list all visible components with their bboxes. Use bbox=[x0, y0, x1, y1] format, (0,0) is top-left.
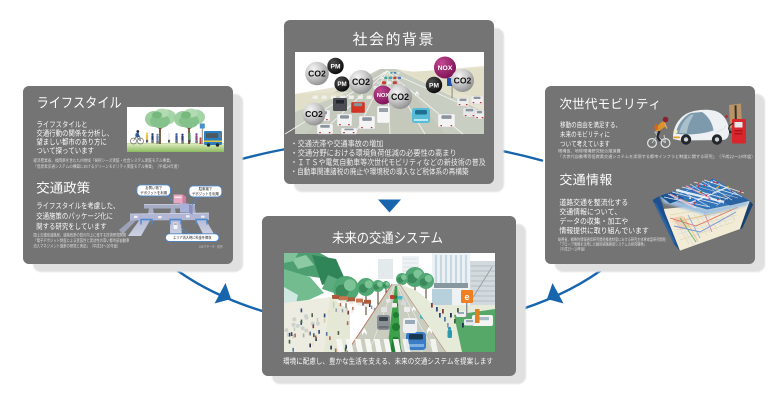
svg-text:CO2: CO2 bbox=[308, 69, 326, 79]
svg-text:CO2: CO2 bbox=[352, 77, 370, 87]
svg-text:e: e bbox=[464, 292, 469, 302]
svg-text:CO2: CO2 bbox=[305, 109, 323, 119]
svg-text:PM: PM bbox=[429, 82, 439, 89]
svg-text:NOX: NOX bbox=[438, 65, 453, 72]
svg-text:NOX: NOX bbox=[377, 93, 390, 99]
svg-text:PM: PM bbox=[337, 81, 346, 88]
svg-text:CO2: CO2 bbox=[454, 76, 472, 86]
svg-text:CO2: CO2 bbox=[391, 92, 409, 102]
svg-text:PM: PM bbox=[331, 63, 341, 70]
